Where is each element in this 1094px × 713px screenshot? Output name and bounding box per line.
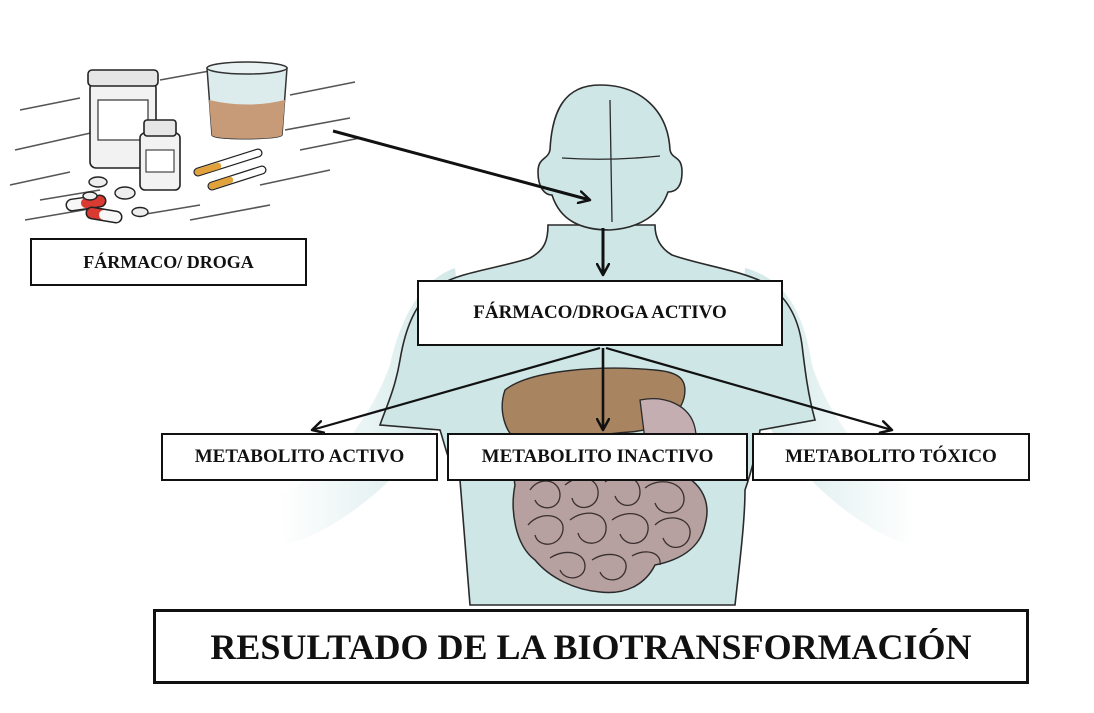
drug-label: FÁRMACO/ DROGA <box>30 238 307 286</box>
head-cross-vertical <box>609 99 613 223</box>
metabolite-active-label: METABOLITO ACTIVO <box>161 433 438 481</box>
arrow-drug-to-body <box>332 129 590 200</box>
metabolite-inactive-label: METABOLITO INACTIVO <box>447 433 748 481</box>
tablet-icon <box>82 176 149 218</box>
head-cross-horizontal <box>561 155 661 160</box>
active-drug-label: FÁRMACO/DROGA ACTIVO <box>417 280 783 346</box>
cigarette-icon <box>193 148 267 191</box>
liquid-glass-icon <box>206 61 288 140</box>
metabolite-toxic-label: METABOLITO TÓXICO <box>752 433 1030 481</box>
arrows <box>312 129 892 430</box>
intestine-coils <box>527 475 691 581</box>
medicine-bottle-icon <box>139 119 181 191</box>
head <box>537 84 683 231</box>
table-sketch-lines <box>9 69 361 221</box>
capsule-icon <box>65 194 123 224</box>
arrow-to-metabolite-active <box>312 346 601 430</box>
arrow-to-metabolite-toxic <box>605 346 892 430</box>
result-title: RESULTADO DE LA BIOTRANSFORMACIÓN <box>153 609 1029 684</box>
drugs-illustration <box>9 61 361 224</box>
